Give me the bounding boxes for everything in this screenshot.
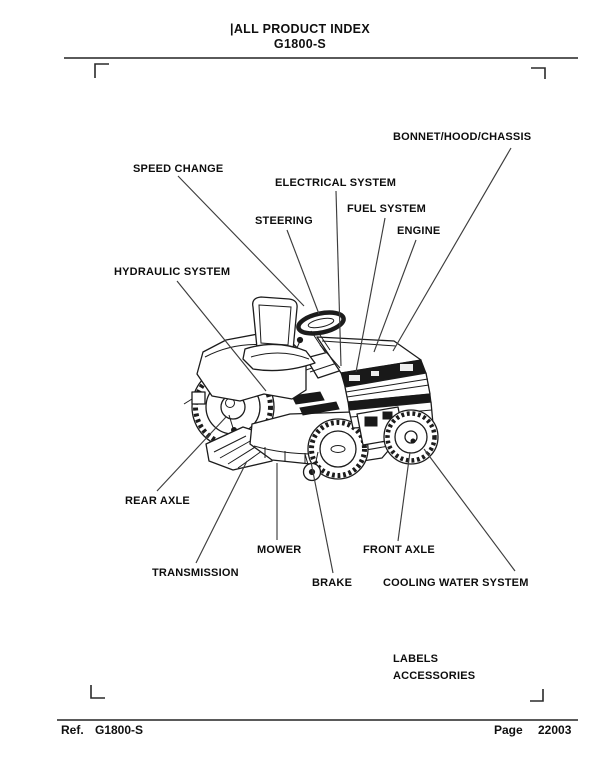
crop-mark-bottom-left	[90, 685, 105, 699]
callout-steering: STEERING	[255, 215, 313, 227]
tractor-illustration	[183, 296, 439, 482]
crop-mark-bottom-right	[530, 689, 544, 702]
leader-line-front-axle	[397, 451, 411, 542]
caster-roller	[302, 451, 322, 482]
page-title-line1: |ALL PRODUCT INDEX	[230, 22, 370, 36]
callout-cooling-water-system: COOLING WATER SYSTEM	[383, 577, 529, 589]
footer-ref-label: Ref.	[61, 723, 84, 737]
crop-mark-top-right	[531, 67, 546, 79]
steering-column	[310, 330, 331, 353]
footer-ref-value: G1800-S	[95, 723, 144, 737]
leader-line-brake	[310, 461, 334, 574]
callout-mower: MOWER	[257, 544, 302, 556]
leader-lines	[156, 147, 516, 574]
leader-line-hydraulic-system	[176, 280, 267, 392]
callout-electrical-system: ELECTRICAL SYSTEM	[275, 177, 397, 189]
footer-page-label: Page	[494, 723, 523, 737]
leader-line-fuel-system	[355, 217, 386, 373]
callout-brake: BRAKE	[312, 577, 353, 589]
leader-line-cooling-water-system	[423, 448, 516, 572]
page-header: |ALL PRODUCT INDEX G1800-S	[0, 22, 600, 52]
footer-rule	[57, 719, 578, 721]
leader-line-electrical-system	[335, 190, 342, 367]
leader-line-steering	[286, 229, 320, 315]
under-chassis	[291, 391, 340, 416]
index-item-labels: LABELS	[393, 653, 439, 665]
callout-front-axle: FRONT AXLE	[363, 544, 435, 556]
callout-transmission: TRANSMISSION	[152, 567, 239, 579]
callout-speed-change: SPEED CHANGE	[133, 163, 224, 175]
callout-rear-axle: REAR AXLE	[125, 495, 190, 507]
leader-line-engine	[373, 239, 417, 353]
crop-mark-top-left	[94, 63, 109, 78]
mower-wheel	[307, 418, 369, 480]
callout-hydraulic-system: HYDRAULIC SYSTEM	[114, 266, 231, 278]
callout-fuel-system: FUEL SYSTEM	[347, 203, 427, 215]
operator-seat	[242, 296, 316, 372]
leader-line-speed-change	[177, 175, 305, 307]
steering-wheel	[296, 310, 346, 336]
leader-line-rear-axle	[156, 416, 227, 492]
leader-line-transmission	[195, 460, 248, 564]
rear-hitch	[183, 391, 206, 405]
tractor-front-wheel	[383, 409, 439, 465]
callout-engine: ENGINE	[397, 225, 441, 237]
callout-bonnet-hood-chassis: BONNET/HOOD/CHASSIS	[393, 131, 532, 143]
page-title-line2: G1800-S	[273, 37, 327, 51]
footer-page-value: 22003	[538, 723, 572, 737]
leader-line-bonnet-hood-chassis	[392, 147, 512, 352]
index-item-accessories: ACCESSORIES	[393, 670, 476, 682]
header-rule	[64, 57, 578, 59]
